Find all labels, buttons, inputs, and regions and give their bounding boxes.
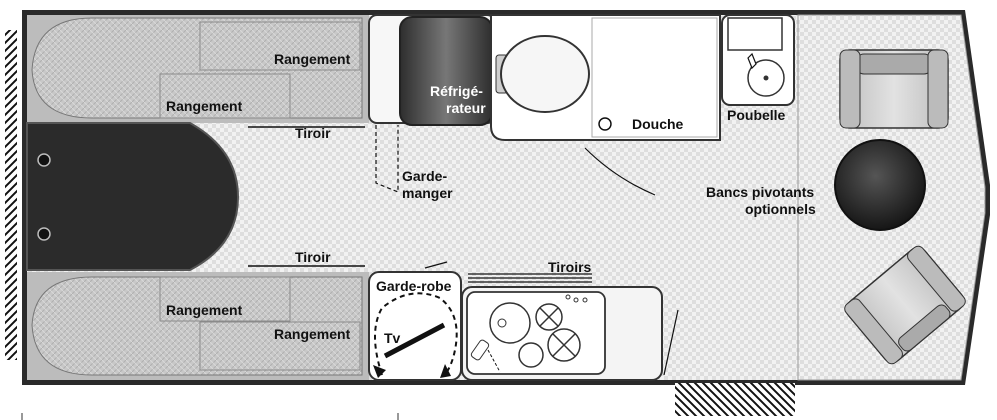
bed-knob-lower: [37, 227, 51, 241]
swivel-seat-bottom-icon: [844, 245, 966, 365]
kitchen-door-line: [663, 309, 679, 376]
left-exterior-hatch: [5, 30, 17, 360]
rear-bed: [26, 122, 240, 271]
bottom-bench-storage-a: [159, 276, 291, 322]
tiroir-accent-line: [424, 261, 448, 269]
tiroirs-lines: [468, 273, 592, 283]
label-bancs-1: Bancs pivotants: [706, 184, 814, 200]
burner-large-center: [497, 318, 507, 328]
burner-small: [518, 342, 544, 368]
label-rangement-bottom-left: Rangement: [166, 302, 243, 318]
label-refrigerateur-2: rateur: [446, 100, 486, 116]
garde-manger-outline: [375, 125, 399, 193]
label-poubelle: Poubelle: [727, 107, 786, 123]
label-garde-robe: Garde-robe: [376, 278, 452, 294]
label-tiroir-bottom: Tiroir: [295, 249, 331, 265]
label-rangement-bottom-right: Rangement: [274, 326, 351, 342]
label-rangement-top-right: Rangement: [274, 51, 351, 67]
control-knob: [573, 297, 579, 303]
kitchen-faucet-icon: [470, 339, 490, 361]
label-rangement-top-left: Rangement: [166, 98, 243, 114]
swivel-seat-icon: [839, 49, 949, 129]
label-garde-manger-1: Garde-: [402, 168, 447, 184]
sink-top: [727, 17, 783, 51]
entry-step-hatch: [675, 383, 795, 416]
sink-drain: [763, 75, 769, 81]
burner-x-bottom-mark: [552, 333, 576, 357]
faucet-icon: [747, 52, 757, 70]
wardrobe-door-swing: [374, 292, 458, 376]
label-tv: Tv: [384, 330, 401, 346]
control-knob: [565, 294, 571, 300]
bed-knob-upper: [37, 153, 51, 167]
shower-drain-icon: [598, 117, 612, 131]
arrow-right: [440, 364, 451, 378]
top-bench-storage-b: [199, 21, 361, 71]
control-knob: [582, 297, 588, 303]
burner-large: [489, 302, 531, 344]
shower-area: [591, 17, 718, 138]
label-douche: Douche: [632, 116, 684, 132]
toilet-bowl: [500, 35, 590, 113]
round-table: [834, 139, 926, 231]
tv-icon: [383, 322, 446, 359]
label-refrigerateur-1: Réfrigé-: [430, 83, 483, 99]
label-garde-manger-2: manger: [402, 185, 453, 201]
arrow-left: [373, 365, 386, 378]
bottom-bench-storage-b: [199, 321, 361, 371]
kitchen-faucet-dash: [487, 349, 501, 373]
bathroom-door-swing: [584, 147, 656, 196]
label-bancs-2: optionnels: [745, 201, 816, 217]
burner-x-top-mark: [539, 307, 559, 327]
top-bench-storage-a: [159, 73, 291, 119]
label-tiroirs: Tiroirs: [548, 259, 592, 275]
label-tiroir-top: Tiroir: [295, 125, 331, 141]
